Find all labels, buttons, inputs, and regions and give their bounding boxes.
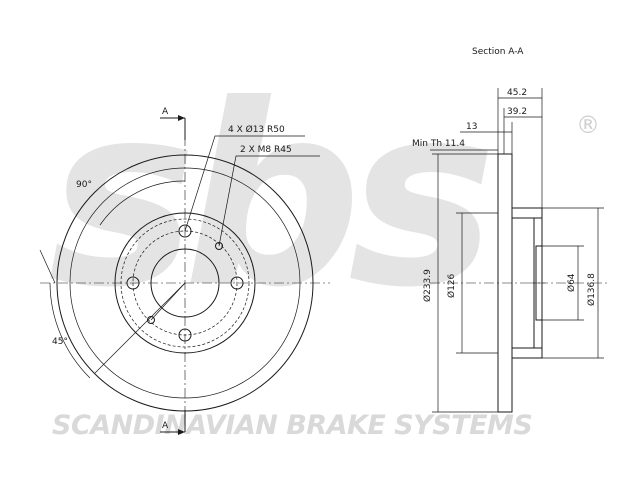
bolt-hole-bottom xyxy=(178,328,192,342)
hat-flange-bottom xyxy=(511,347,543,359)
angle-label-90: 90° xyxy=(76,180,92,190)
dim-dia-136-8: Ø136.8 xyxy=(586,273,597,306)
angle-label-45: 45° xyxy=(52,337,68,347)
bolt-hole-right xyxy=(230,276,244,290)
dim-13: 13 xyxy=(466,122,477,132)
thread-spec-label: 2 X M8 R45 xyxy=(240,145,292,155)
section-title: Section A-A xyxy=(472,47,524,57)
watermark-logo: sbs xyxy=(48,51,489,342)
front-view: A A 90° 45° 4 X Ø13 R50 2 X M8 R xyxy=(39,107,330,435)
center-bore xyxy=(150,248,220,318)
dim-45-2: 45.2 xyxy=(507,88,527,98)
hat-dashed-ring xyxy=(120,218,250,348)
angle-arc-45 xyxy=(49,282,91,379)
min-thickness-label: Min Th 11.4 xyxy=(412,139,465,149)
watermark: sbs ® SCANDINAVIAN BRAKE SYSTEMS xyxy=(48,51,600,441)
angle-arc-90 xyxy=(99,180,186,226)
leader-line-holes xyxy=(184,135,305,232)
brand-watermark-text: SCANDINAVIAN BRAKE SYSTEMS xyxy=(52,410,532,441)
hole-spec-label: 4 X Ø13 R50 xyxy=(228,124,285,135)
section-arrowhead-top xyxy=(178,115,185,121)
dim-dia-126: Ø126 xyxy=(446,273,457,298)
dim-39-2: 39.2 xyxy=(507,107,527,117)
leader-line-thread-2 xyxy=(150,282,186,321)
leader-line-threads xyxy=(218,155,320,247)
section-mark-label-bottom: A xyxy=(162,421,169,431)
section-mark-label-top: A xyxy=(162,107,169,117)
disc-inner-ring xyxy=(69,167,301,399)
bolt-circle xyxy=(132,230,238,336)
registered-mark: ® xyxy=(576,111,600,139)
disc-outer-edge xyxy=(56,154,314,412)
bolt-hole-top xyxy=(178,224,192,238)
section-arrowhead-bottom xyxy=(178,429,185,435)
hat-outer xyxy=(114,212,256,354)
threaded-hole-2 xyxy=(147,316,155,324)
hat-flange-top xyxy=(511,207,543,219)
threaded-hole-1 xyxy=(215,242,223,250)
dim-dia-64: Ø64 xyxy=(566,273,577,292)
angle-ext-line xyxy=(39,249,56,284)
dim-dia-233-9: Ø233.9 xyxy=(422,269,433,302)
section-view: Section A-A 45.2 39.2 13 Min Th 11.4 Ø23… xyxy=(412,47,610,413)
bolt-hole-left xyxy=(126,276,140,290)
angle-ray-45 xyxy=(94,282,186,374)
